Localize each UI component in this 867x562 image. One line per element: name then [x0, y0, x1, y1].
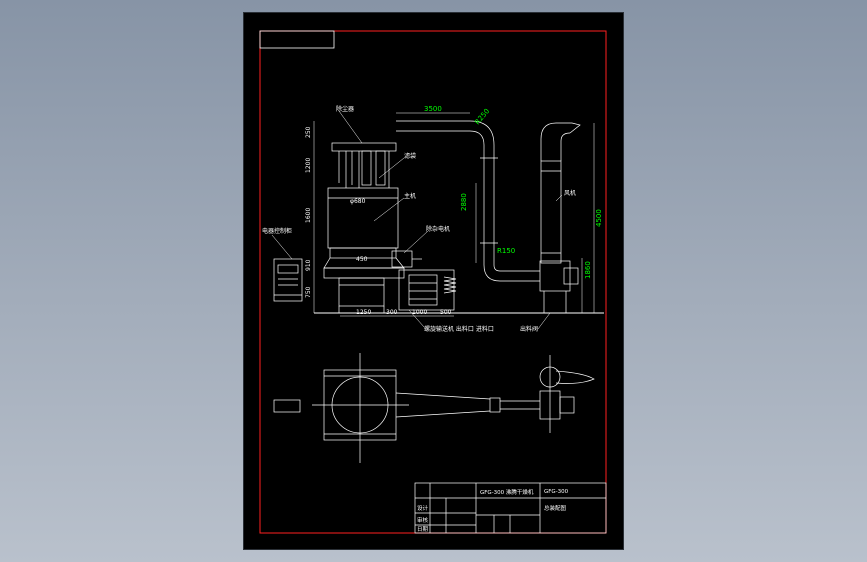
exhaust-stack	[540, 160, 562, 264]
label-fan: 风机	[564, 189, 576, 197]
dim-680: φ680	[350, 198, 366, 205]
title-block	[414, 482, 607, 534]
dim-450: 450	[356, 256, 368, 263]
dim-1250: 1250	[356, 309, 371, 316]
dim-2880: 2880	[460, 193, 468, 211]
white-dimension-texts: 250 1200 1600 910 750 φ680 1250 300 1000…	[305, 126, 452, 316]
dim-4500: 4500	[595, 209, 603, 227]
label-main-unit: 主机	[404, 192, 416, 200]
cad-drawing: 3500 R250 2880 4500 1860 R150 250 1200 1…	[259, 30, 607, 534]
dim-1600: 1600	[305, 208, 312, 223]
fan-housing	[539, 260, 571, 292]
component-labels: 除尘器 滤袋 主机 电器控制柜 除杂电机 风机 出料阀 螺旋输送机 出料口 进料…	[262, 105, 576, 333]
title-model: GFG-300	[544, 489, 569, 495]
title-date: 日期	[417, 526, 429, 533]
dim-1000: 1000	[412, 309, 427, 316]
label-outlet-valve: 出料阀	[520, 325, 538, 333]
dim-300: 300	[386, 309, 398, 316]
label-motor: 除杂电机	[426, 225, 450, 233]
dim-1200: 1200	[305, 158, 312, 173]
title-design: 设计	[417, 504, 429, 512]
dim-750: 750	[305, 286, 312, 298]
label-conveyor: 螺旋输送机 出料口 进料口	[424, 325, 494, 333]
label-filter-bag: 滤袋	[404, 152, 416, 160]
control-cabinet	[273, 258, 303, 302]
dim-3500: 3500	[424, 105, 442, 113]
heater-box	[398, 269, 455, 311]
plan-cabinet	[273, 399, 301, 413]
leader-lines	[271, 110, 563, 330]
dryer-body	[327, 187, 399, 249]
title-main: GFG-300 沸腾干燥机	[480, 488, 534, 496]
filter-top	[331, 142, 397, 152]
front-elevation	[273, 120, 607, 534]
motor	[391, 250, 413, 268]
title-block-text: GFG-300 沸腾干燥机 GFG-300 总装配图 设计 审核 日期	[417, 488, 569, 533]
title-review: 审核	[417, 516, 429, 524]
dim-250: 250	[305, 126, 312, 138]
dim-500: 500	[440, 309, 452, 316]
dim-r150: R150	[497, 247, 515, 255]
dim-1860: 1860	[584, 261, 592, 279]
title-drawing-name: 总装配图	[544, 504, 567, 512]
dim-910: 910	[305, 259, 312, 271]
drawing-number-box	[259, 30, 335, 49]
dimension-lines	[313, 112, 595, 317]
drawing-sheet: 3500 R250 2880 4500 1860 R150 250 1200 1…	[244, 13, 623, 549]
label-control-cabinet: 电器控制柜	[262, 227, 292, 235]
label-dust-collector: 除尘器	[336, 105, 354, 113]
